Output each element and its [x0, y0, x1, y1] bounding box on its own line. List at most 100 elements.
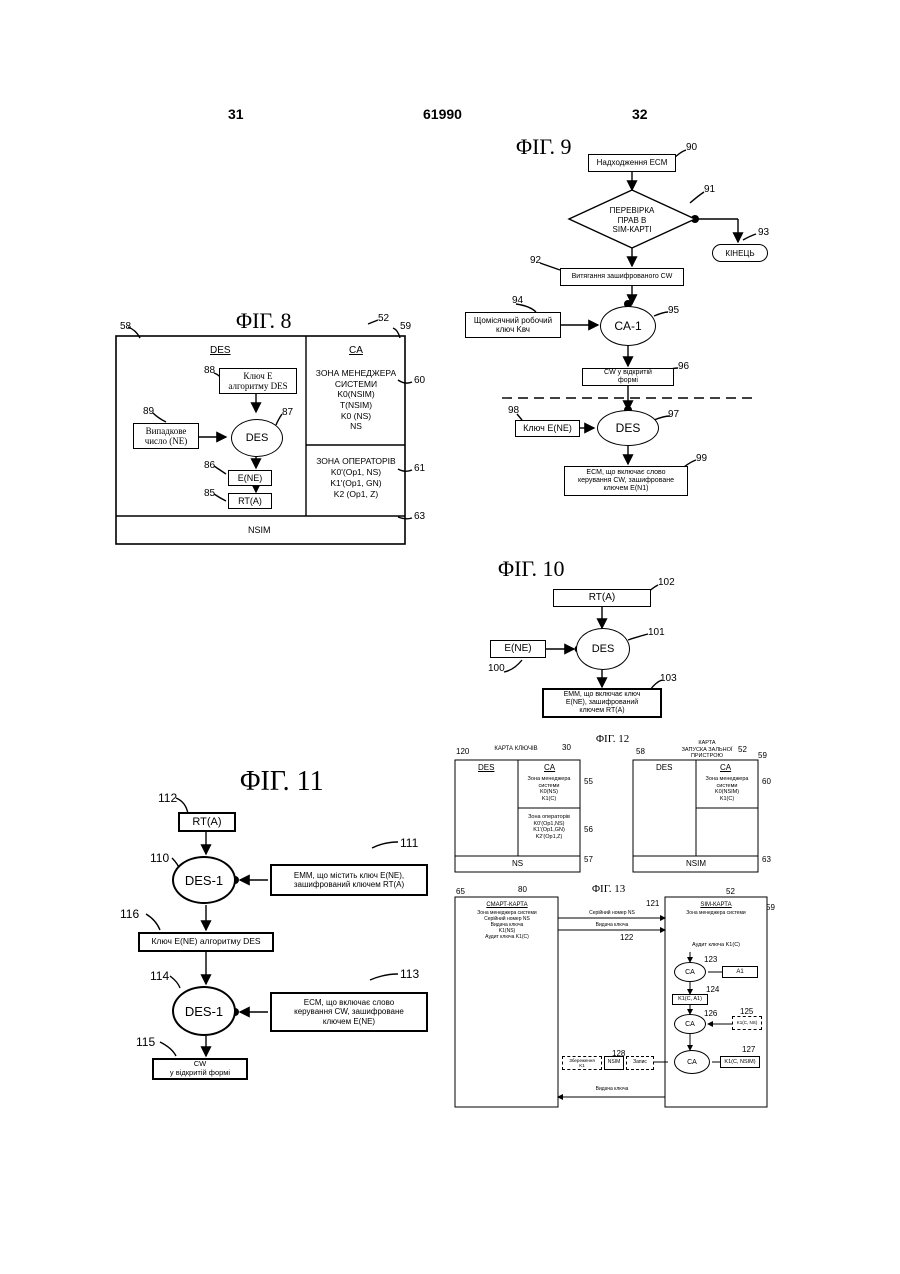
- fig9-receive-ecm-box: Надходження ECM: [588, 154, 676, 172]
- fig10-title: ΦΙΓ. 10: [498, 558, 564, 580]
- fig13-arrow-issue-label: Видача ключа: [566, 922, 658, 928]
- fig11-ecm-input-box: ECM, що включає слово керування CW, заши…: [270, 992, 428, 1032]
- fig13-ref-80: 80: [518, 886, 527, 894]
- fig9-ref-99: 99: [696, 454, 707, 464]
- fig8-ene-box: E(NE): [228, 470, 272, 486]
- fig13-bottom-left-box: Збереження K1: [562, 1056, 602, 1070]
- fig8-ref-85: 85: [204, 489, 215, 499]
- fig11-ref-114: 114: [150, 970, 169, 982]
- fig9-ref-95: 95: [668, 306, 679, 316]
- fig9-monthly-key-box: Щомісячний робочий ключ Kвч: [465, 312, 561, 338]
- fig13-bottom-nsim-box: NSIM: [604, 1056, 624, 1070]
- fig12-ref-52: 52: [738, 746, 747, 754]
- fig10-des-ellipse: DES: [576, 628, 630, 670]
- fig13-ref-52: 52: [726, 888, 735, 896]
- fig8-ref-88: 88: [204, 366, 215, 376]
- fig13-ref-125: 125: [740, 1008, 753, 1016]
- fig12-ref-30: 30: [562, 744, 571, 752]
- fig12-left-manager-zone: Зона менеджера системи K0(NS) K1(C): [519, 776, 579, 802]
- fig10-ref-101: 101: [648, 628, 665, 638]
- fig12-ref-58: 58: [636, 748, 645, 756]
- fig9-check-rights-decision: ПЕРЕВІРКА ПРАВ В SIM-КАРТІ: [596, 206, 668, 235]
- fig8-operator-zone: ЗОНА ОПЕРАТОРІВ K0'(Op1, NS) K1'(Op1, GN…: [308, 456, 404, 500]
- fig12-ref-60: 60: [762, 778, 771, 786]
- fig13-ca-ellipse-1: CA: [674, 962, 706, 982]
- fig12-right-des: DES: [656, 764, 672, 772]
- fig12-ref-63: 63: [762, 856, 771, 864]
- fig11-des-inverse-ellipse-2: DES-1: [172, 986, 236, 1036]
- fig8-manager-zone: ЗОНА МЕНЕДЖЕРА СИСТЕМИ K0(NSIM) T(NSIM) …: [308, 368, 404, 432]
- fig9-ref-91: 91: [704, 185, 715, 195]
- fig8-des-ellipse: DES: [231, 419, 283, 457]
- fig13-ref-123: 123: [704, 956, 717, 964]
- fig13-arrow-serial-label: Серійний номер NS: [566, 910, 658, 916]
- fig9-ref-98: 98: [508, 406, 519, 416]
- fig8-ref-59: 59: [400, 322, 411, 332]
- fig12-right-manager-zone: Зона менеджера системи K0(NSIM) K1(C): [697, 776, 757, 802]
- fig8-nsim: NSIM: [248, 526, 271, 535]
- fig11-ref-111: 111: [400, 837, 418, 849]
- fig11-ref-110: 110: [150, 852, 169, 864]
- fig8-ref-63: 63: [414, 512, 425, 522]
- fig12-ref-57: 57: [584, 856, 593, 864]
- fig13-smart-card-title: СМАРТ-КАРТА: [460, 902, 554, 909]
- fig13-ref-126: 126: [704, 1010, 717, 1018]
- fig8-ref-86: 86: [204, 461, 215, 471]
- fig12-left-operator-zone: Зона операторів K0'(Op1,NS) K1'(Op1,GN) …: [519, 814, 579, 840]
- fig13-sim-card-title: SIM-КАРТА: [670, 902, 762, 909]
- fig11-cw-open-box: CW у відкритій формі: [152, 1058, 248, 1080]
- fig9-ecm-output-box: ECM, що включає слово керування CW, заши…: [564, 466, 688, 496]
- fig13-ref-124: 124: [706, 986, 719, 994]
- fig9-extract-box: Витягання зашифрованого CW: [560, 268, 684, 286]
- fig8-rta-box: RT(A): [228, 493, 272, 509]
- fig10-emm-output-box: EMM, що включає ключ E(NE), зашифрований…: [542, 688, 662, 718]
- fig9-ref-97: 97: [668, 410, 679, 420]
- fig13-bottom-right-box: Запис: [626, 1056, 654, 1070]
- fig12-right-ca: CA: [720, 764, 731, 772]
- fig10-ene-box: E(NE): [490, 640, 546, 658]
- fig10-ref-100: 100: [488, 664, 505, 674]
- fig13-ref-121: 121: [646, 900, 659, 908]
- fig11-emm-input-box: EMM, що містить ключ E(NE), зашифрований…: [270, 864, 428, 896]
- fig9-cw-open-box: CW у відкритій формі: [582, 368, 674, 386]
- fig13-ref-127: 127: [742, 1046, 755, 1054]
- fig13-smart-card-zone: Зона менеджера системи Серійний номер NS…: [458, 910, 556, 940]
- fig9-ref-92: 92: [530, 256, 541, 266]
- fig12-left-des: DES: [478, 764, 494, 772]
- fig12-ref-120: 120: [456, 748, 469, 756]
- fig13-k1-a1-box: K1(C, A1): [672, 994, 708, 1005]
- fig11-rta-box: RT(A): [178, 812, 236, 832]
- fig8-ref-52: 52: [378, 314, 389, 324]
- fig13-ca-ellipse-3: CA: [674, 1050, 710, 1074]
- fig9-ref-94: 94: [512, 296, 523, 306]
- fig8-des-title: DES: [210, 346, 231, 356]
- fig10-ref-102: 102: [658, 578, 675, 588]
- fig9-ca-inverse-ellipse: CA-1: [600, 306, 656, 346]
- fig13-ref-65: 65: [456, 888, 465, 896]
- fig8-random-number-box: Випадкове число (NE): [133, 423, 199, 449]
- fig8-ref-89: 89: [143, 407, 154, 417]
- fig13-title: ΦΙΓ. 13: [592, 884, 625, 895]
- fig12-title: ΦΙΓ. 12: [596, 734, 629, 745]
- fig13-return-arrow-label: Видача ключа: [572, 1086, 652, 1092]
- fig13-ref-122: 122: [620, 934, 633, 942]
- fig11-des-inverse-ellipse-1: DES-1: [172, 856, 236, 904]
- fig8-ref-58: 58: [120, 322, 131, 332]
- fig12-ref-59: 59: [758, 752, 767, 760]
- fig9-key-ene-box: Ключ E(NE): [515, 420, 580, 437]
- fig11-title: ΦΙΓ. 11: [240, 768, 324, 796]
- fig11-ref-112: 112: [158, 792, 177, 804]
- fig8-ref-87: 87: [282, 408, 293, 418]
- fig13-ref-59: 59: [766, 904, 775, 912]
- fig8-key-box: Ключ Е алгоритму DES: [219, 368, 297, 394]
- fig12-ref-56: 56: [584, 826, 593, 834]
- fig13-sim-card-zone: Зона менеджера системи: [668, 910, 764, 916]
- fig9-ref-93: 93: [758, 228, 769, 238]
- fig13-gen-key-label: Аудит ключа K1(C): [670, 942, 762, 949]
- fig11-key-des-box: Ключ E(NE) алгоритму DES: [138, 932, 274, 952]
- fig10-rta-box: RT(A): [553, 589, 651, 607]
- fig8-ref-60: 60: [414, 376, 425, 386]
- fig11-ref-116: 116: [120, 908, 139, 920]
- fig13-k1-nsim-box: K1(C, NSIM): [720, 1056, 760, 1068]
